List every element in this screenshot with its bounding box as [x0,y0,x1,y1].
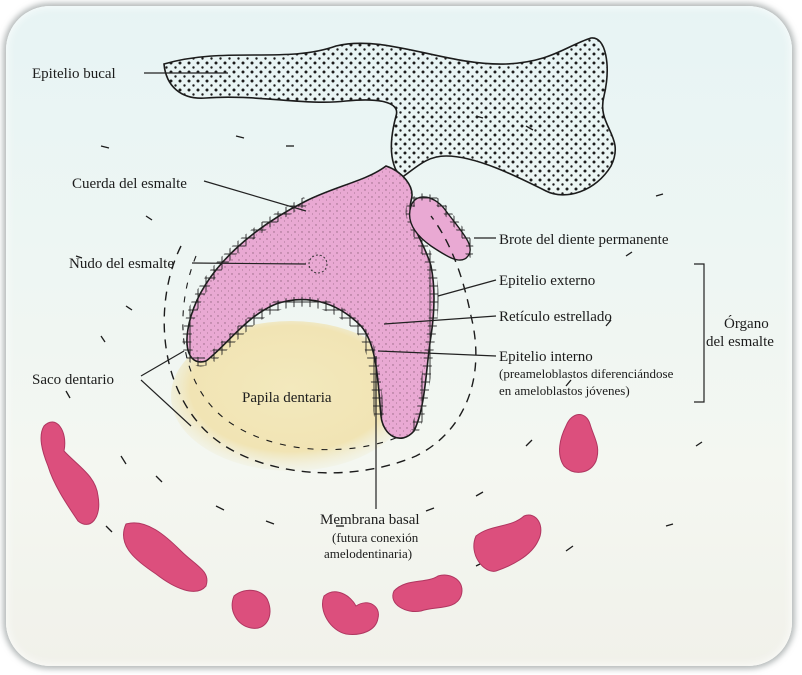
tooth-germ-diagram: Epitelio bucal Cuerda del esmalte Nudo d… [6,6,792,666]
label-membrana-basal-note-1: (futura conexión [332,530,419,545]
label-nudo-esmalte: Nudo del esmalte [69,256,174,272]
label-reticulo-estrellado: Retículo estrellado [499,309,612,325]
label-del-esmalte: del esmalte [706,334,774,350]
label-membrana-basal: Membrana basal [320,512,420,528]
figure-frame: Epitelio bucal Cuerda del esmalte Nudo d… [6,6,792,666]
label-membrana-basal-note-2: amelodentinaria) [324,546,412,561]
label-epitelio-bucal: Epitelio bucal [32,66,116,82]
label-epitelio-interno-note-2: en ameloblastos jóvenes) [499,383,630,398]
label-brote-permanente: Brote del diente permanente [499,232,669,248]
label-epitelio-interno: Epitelio interno [499,349,593,365]
label-papila-dentaria: Papila dentaria [242,390,332,406]
label-epitelio-externo: Epitelio externo [499,273,595,289]
label-saco-dentario: Saco dentario [32,372,114,388]
label-cuerda-esmalte: Cuerda del esmalte [72,176,187,192]
label-epitelio-interno-note-1: (preameloblastos diferenciándose [499,366,674,381]
label-organo: Órgano [724,315,769,332]
